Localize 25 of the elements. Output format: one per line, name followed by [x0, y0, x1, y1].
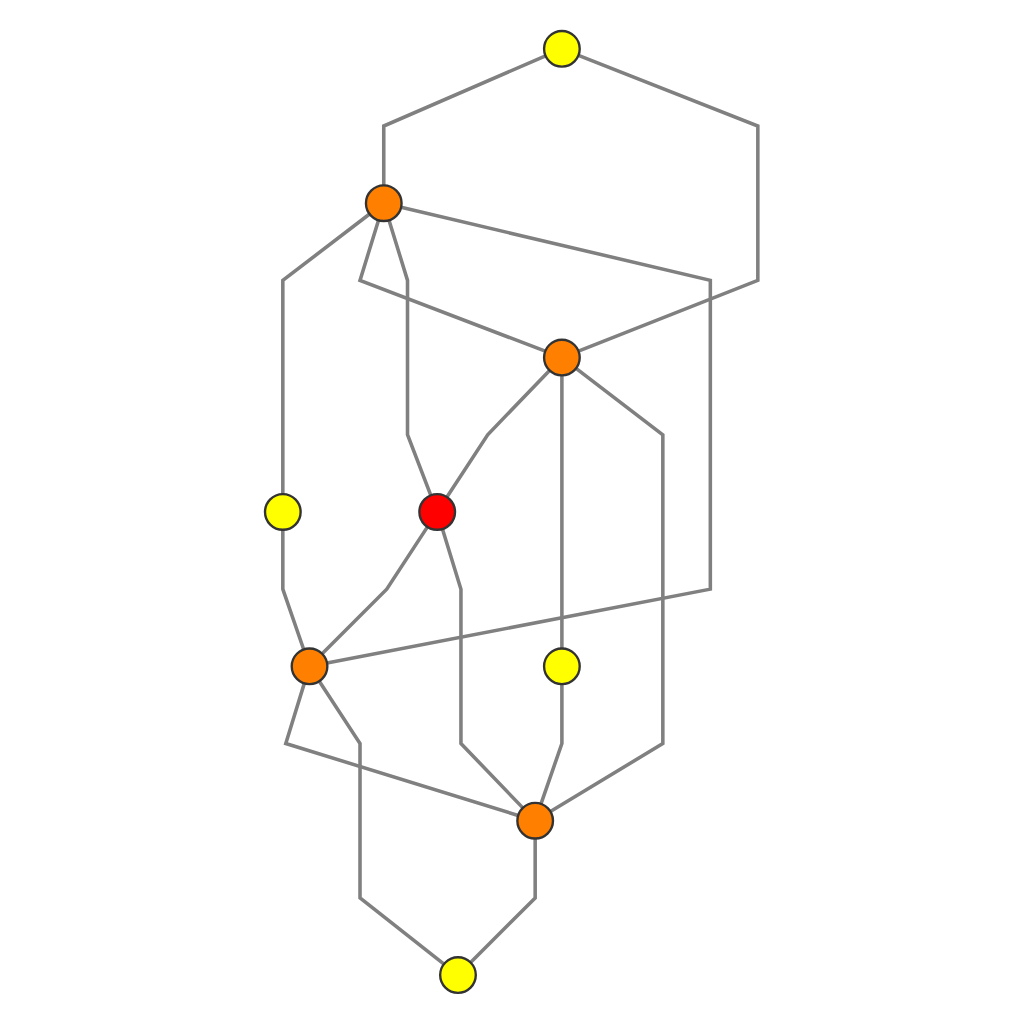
node-circle	[418, 493, 457, 531]
connector	[327, 205, 713, 665]
connector	[539, 684, 565, 805]
connector	[281, 212, 372, 495]
node-circle	[365, 184, 404, 223]
node-circle	[264, 493, 303, 531]
connector	[441, 528, 525, 810]
connector	[469, 838, 538, 964]
node-circle	[543, 647, 582, 686]
connector	[560, 375, 565, 649]
connector	[446, 369, 552, 499]
node-circle	[543, 338, 582, 377]
connector	[382, 54, 547, 186]
connector	[321, 525, 430, 656]
connector	[578, 53, 761, 353]
connector	[318, 680, 446, 966]
node-circle	[291, 647, 330, 686]
node-circle	[516, 801, 555, 840]
connector	[550, 367, 666, 814]
connector	[284, 682, 520, 818]
connector	[281, 529, 306, 651]
node-circle	[543, 29, 582, 68]
connector	[358, 219, 547, 353]
node-circle	[439, 956, 478, 995]
connector	[387, 219, 434, 496]
